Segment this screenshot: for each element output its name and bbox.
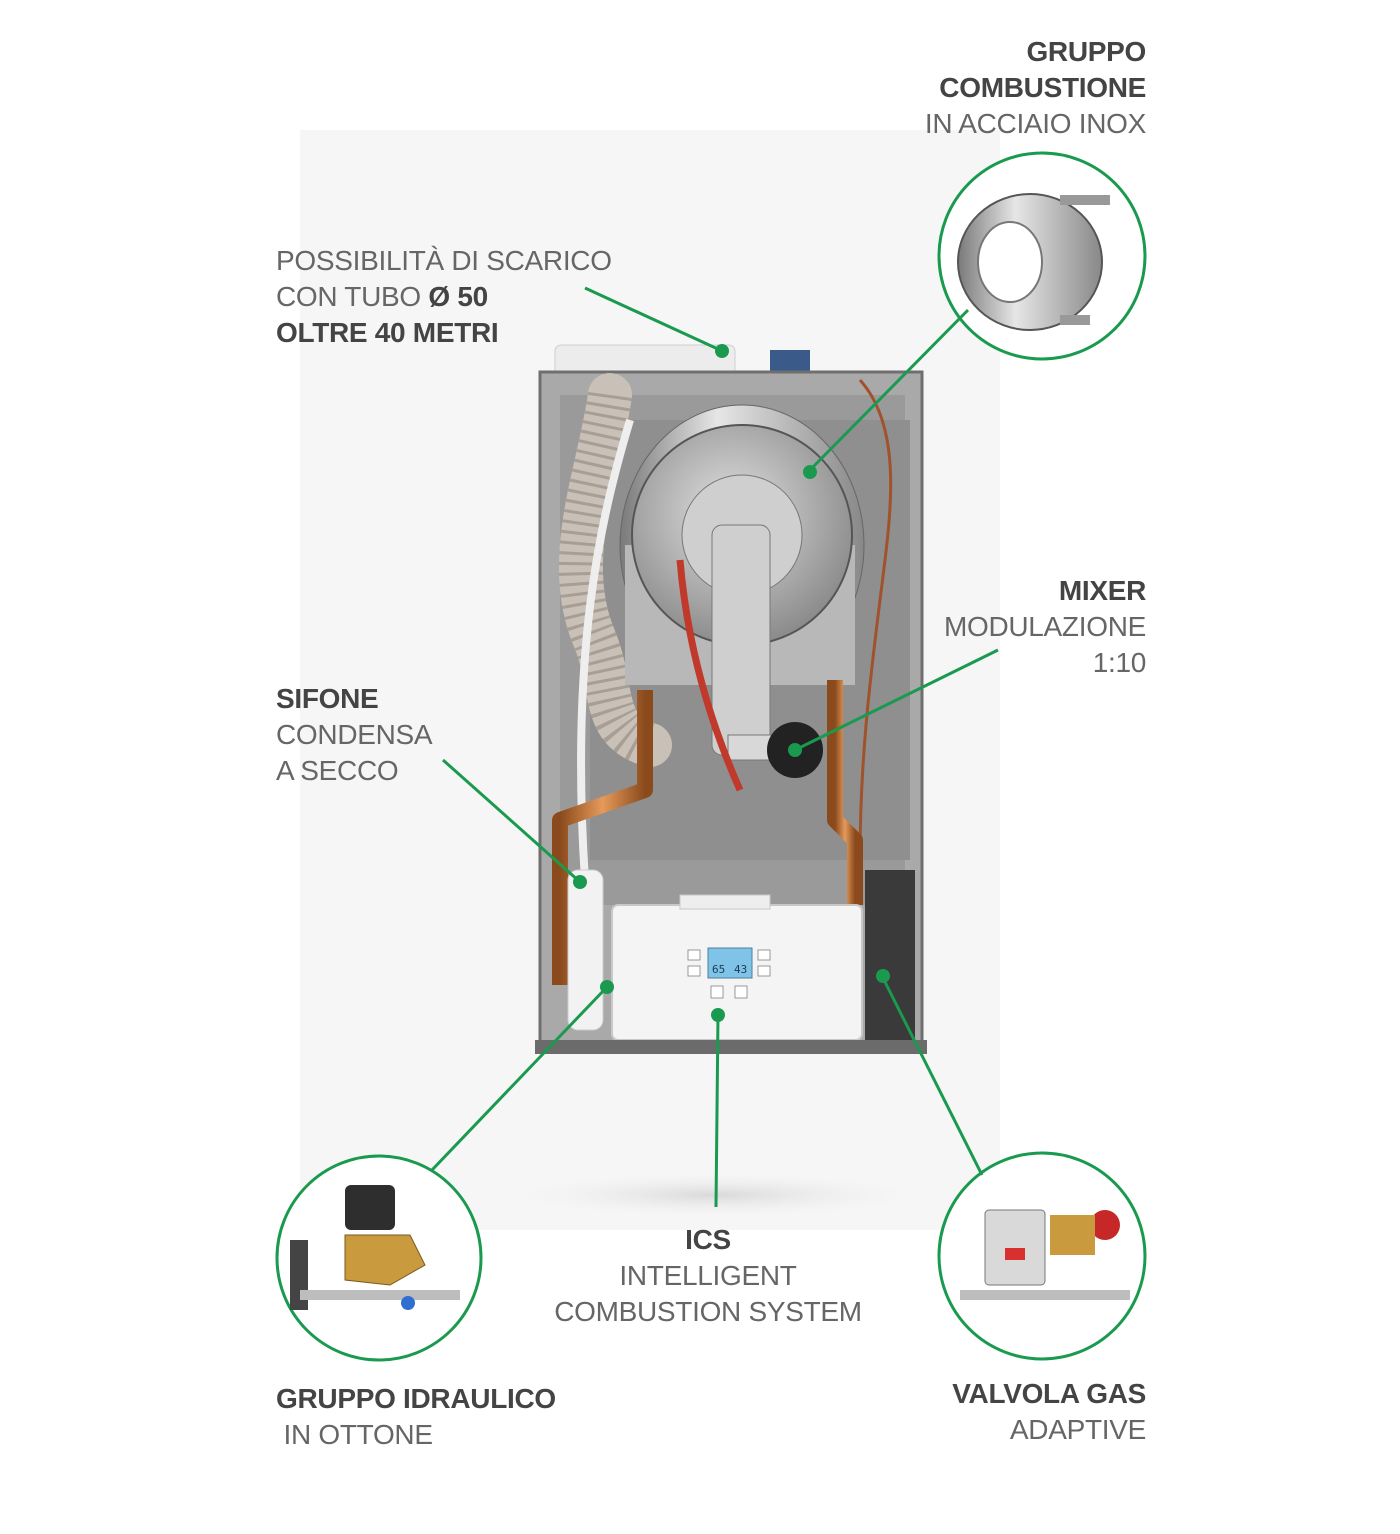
sifone-subtitle-2: A SECCO — [276, 755, 399, 786]
control-box-top — [679, 894, 771, 910]
callout-line-gas — [881, 977, 984, 1176]
btn-right-bottom — [757, 965, 771, 977]
gruppo-combustione-title-2: COMBUSTIONE — [939, 72, 1146, 103]
gas-valve-body — [984, 1209, 1046, 1286]
btn-right-top — [757, 949, 771, 961]
callout-line-mixer — [794, 648, 999, 752]
label-mixer: MIXER MODULAZIONE 1:10 — [944, 573, 1146, 681]
bottom-plate — [535, 1040, 927, 1054]
callout-dot-combustione — [803, 465, 817, 479]
scarico-line-1: POSSIBILITÀ DI SCARICO — [276, 245, 612, 276]
siphon — [567, 869, 604, 1031]
mixer-subtitle-1: MODULAZIONE — [943, 611, 1146, 642]
callout-line-ics — [714, 1014, 720, 1208]
label-ics: ICS INTELLIGENT COMBUSTION SYSTEM — [508, 1222, 908, 1330]
valvola-gas-subtitle: ADAPTIVE — [1009, 1414, 1146, 1445]
hydraulic-rail — [300, 1290, 460, 1300]
btn-left-top — [687, 949, 701, 961]
scarico-line-3: OLTRE 40 METRI — [276, 317, 499, 348]
ics-subtitle-1: INTELLIGENT — [619, 1260, 797, 1291]
gas-valve-red-cap — [1090, 1210, 1120, 1240]
sensor-wire — [858, 378, 893, 861]
hydraulic-motor — [345, 1185, 395, 1230]
gruppo-idraulico-title: GRUPPO IDRAULICO — [276, 1383, 556, 1414]
callout-dot-mixer — [788, 743, 802, 757]
label-gruppo-idraulico: GRUPPO IDRAULICO IN OTTONE — [276, 1381, 556, 1453]
callout-dot-ics — [711, 1008, 725, 1022]
gas-valve-brass — [1050, 1215, 1095, 1255]
callout-dot-scarico — [715, 344, 729, 358]
label-valvola-gas: VALVOLA GAS ADAPTIVE — [952, 1376, 1146, 1448]
callout-dot-sifone — [573, 875, 587, 889]
label-scarico: POSSIBILITÀ DI SCARICO CON TUBO Ø 50 OLT… — [276, 243, 612, 351]
heat-exchanger-hole — [977, 221, 1043, 303]
scarico-line-2-plain: CON TUBO — [276, 281, 429, 312]
gruppo-idraulico-subtitle: IN OTTONE — [276, 1419, 433, 1450]
scarico-line-2-bold: Ø 50 — [428, 281, 488, 312]
lcd-display — [707, 947, 753, 979]
btn-power — [710, 985, 724, 999]
gruppo-combustione-title-1: GRUPPO — [1026, 36, 1146, 67]
hydraulic-blue-cap — [401, 1296, 415, 1310]
valvola-gas-title: VALVOLA GAS — [952, 1378, 1146, 1409]
mixer-subtitle-2: 1:10 — [1092, 647, 1147, 678]
btn-left-bottom — [687, 965, 701, 977]
lower-right-panel — [865, 870, 915, 1040]
condensate-tube — [577, 418, 634, 881]
callout-dot-idraulico — [600, 980, 614, 994]
mixer-base — [727, 734, 774, 761]
callout-line-sifone — [442, 758, 581, 884]
mixer-title: MIXER — [1058, 575, 1146, 606]
sifone-title: SIFONE — [276, 683, 379, 714]
scarico-line-2: CON TUBO Ø 50 — [276, 279, 612, 315]
gas-valve-rail — [960, 1290, 1130, 1300]
callout-line-scarico — [584, 286, 721, 352]
copper-pipe-right — [827, 680, 863, 905]
hydraulic-brass-valve — [344, 1234, 426, 1286]
gas-valve-red-button — [1005, 1248, 1025, 1260]
flex-pipe-ribs — [558, 391, 658, 767]
heat-exchanger-pipe-top — [1060, 195, 1110, 205]
callout-dot-gas — [876, 969, 890, 983]
copper-pipe-left — [552, 690, 653, 985]
ics-title: ICS — [685, 1224, 731, 1255]
lcd-right-value: 43 — [734, 963, 747, 976]
lcd-left-value: 65 — [712, 963, 725, 976]
btn-reset — [734, 985, 748, 999]
label-sifone: SIFONE CONDENSA A SECCO — [276, 681, 433, 789]
heat-exchanger-pipe-bottom — [1060, 315, 1090, 325]
ignition-lead — [676, 559, 744, 792]
gruppo-combustione-subtitle: IN ACCIAIO INOX — [924, 108, 1146, 139]
ics-subtitle-2: COMBUSTION SYSTEM — [554, 1296, 862, 1327]
label-gruppo-combustione: GRUPPO COMBUSTIONE IN ACCIAIO INOX — [925, 34, 1146, 142]
sifone-subtitle-1: CONDENSA — [276, 719, 433, 750]
callout-line-idraulico — [430, 986, 608, 1172]
callout-line-combustione — [808, 308, 970, 472]
